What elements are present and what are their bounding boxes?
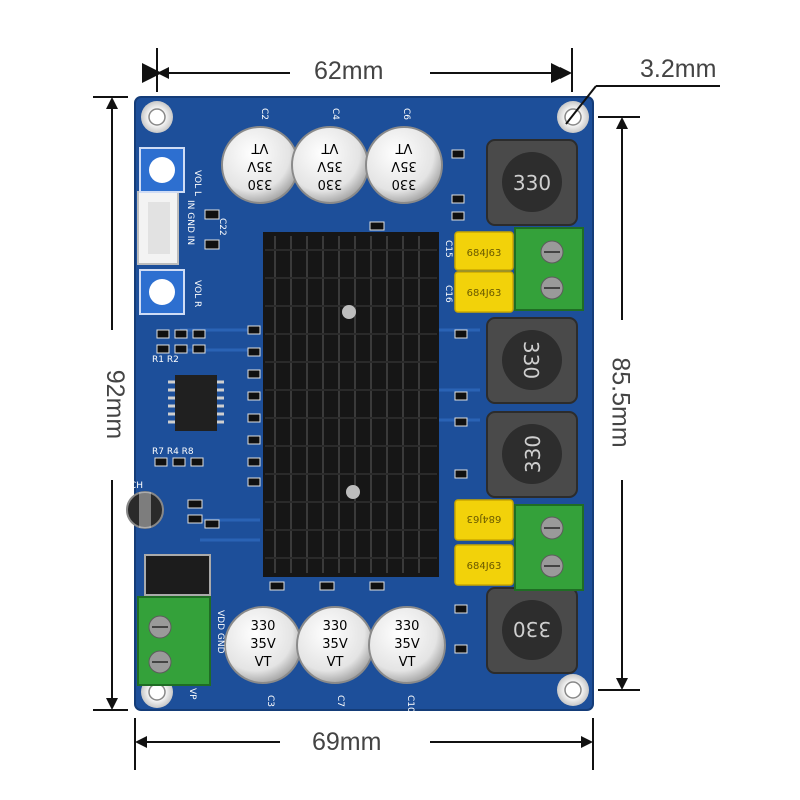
capacitor-bottom-1: 330 35V VT (224, 606, 302, 684)
capacitor-voltage: 35V (250, 637, 276, 652)
capacitor-voltage: 35V (391, 158, 417, 173)
diode (144, 554, 211, 596)
label-c4: C4 (330, 108, 340, 120)
arrowheads (106, 67, 628, 748)
label-vol-r: VOL R (192, 280, 202, 307)
smd-components (154, 149, 468, 654)
inductor-value: 330 (521, 435, 545, 473)
film-capacitor-2: 684J63 (454, 271, 514, 313)
small-capacitor (126, 491, 164, 529)
capacitor-series: VT (396, 140, 413, 155)
input-connector (137, 191, 179, 265)
capacitor-series: VT (399, 655, 416, 670)
inductor-2: 330 (486, 317, 578, 404)
mounting-hole-bottom-right (557, 674, 589, 706)
capacitor-voltage: 35V (394, 637, 420, 652)
speaker-terminal-right (514, 227, 584, 311)
inductor-4: 330 (486, 587, 578, 674)
label-inputs: IN GND IN (185, 200, 195, 245)
dimension-lines (93, 48, 720, 770)
capacitor-value: 330 (248, 176, 273, 191)
dimension-top-width: 62mm (314, 57, 384, 85)
label-vol-l: VOL L (192, 170, 202, 196)
speaker-terminal-left (514, 504, 584, 591)
label-c10: C10 (405, 695, 415, 713)
ic-chip (168, 375, 224, 431)
inductor-3: 330 (486, 411, 578, 498)
screw-icon (346, 485, 360, 499)
inductor-value: 330 (513, 171, 551, 195)
capacitor-value: 330 (251, 619, 276, 634)
film-cap-value: 684J63 (467, 561, 502, 572)
capacitor-value: 330 (392, 176, 417, 191)
capacitor-series: VT (255, 655, 272, 670)
dimension-left-height: 92mm (101, 369, 130, 440)
film-cap-value: 684J63 (467, 248, 502, 259)
label-vdd-gnd: VDD GND (215, 610, 225, 654)
dimension-bottom-width: 69mm (312, 728, 382, 756)
inductor-value: 330 (513, 617, 551, 641)
capacitor-top-3: 330 35V VT (365, 126, 443, 204)
capacitor-bottom-2: 330 35V VT (296, 606, 374, 684)
label-c16: C16 (443, 285, 453, 303)
film-capacitor-3: 684J63 (454, 499, 514, 541)
label-c2: C2 (259, 108, 269, 120)
mounting-hole-top-left (141, 101, 173, 133)
capacitor-value: 330 (323, 619, 348, 634)
label-c6: C6 (401, 108, 411, 120)
heatsink (263, 232, 439, 577)
label-ch: CH (130, 481, 143, 491)
capacitor-voltage: 35V (322, 637, 348, 652)
capacitor-bottom-3: 330 35V VT (368, 606, 446, 684)
power-terminal (137, 596, 211, 686)
label-c22: C22 (217, 218, 227, 236)
capacitor-value: 330 (395, 619, 420, 634)
inductor-value: 330 (519, 341, 543, 379)
label-vp: VP (187, 688, 197, 700)
capacitor-top-2: 330 35V VT (291, 126, 369, 204)
mounting-hole-top-right (557, 101, 589, 133)
capacitor-voltage: 35V (247, 158, 273, 173)
capacitor-series: VT (252, 140, 269, 155)
dimension-right-height: 85.5mm (606, 357, 635, 448)
inductor-1: 330 (486, 139, 578, 226)
silkscreen-labels: VOL L IN GND IN VOL R VDD GND VP C2 C4 C… (130, 108, 453, 713)
film-cap-value: 684J63 (467, 513, 502, 524)
capacitor-top-1: 330 35V VT (221, 126, 299, 204)
label-r1: R1 R2 (152, 355, 179, 365)
dimension-hole-diameter: 3.2mm (640, 55, 717, 83)
volume-pot-left (139, 147, 185, 193)
screw-icon (342, 305, 356, 319)
label-r3: R7 R4 R8 (152, 447, 194, 457)
label-c3: C3 (265, 695, 275, 707)
volume-pot-right (139, 269, 185, 315)
label-c15: C15 (443, 240, 453, 258)
capacitor-series: VT (327, 655, 344, 670)
capacitor-voltage: 35V (317, 158, 343, 173)
film-capacitor-4: 684J63 (454, 544, 514, 586)
capacitor-value: 330 (318, 176, 343, 191)
label-c7: C7 (335, 695, 345, 707)
film-capacitor-1: 684J63 (454, 231, 514, 271)
film-cap-value: 684J63 (467, 288, 502, 299)
capacitor-series: VT (322, 140, 339, 155)
